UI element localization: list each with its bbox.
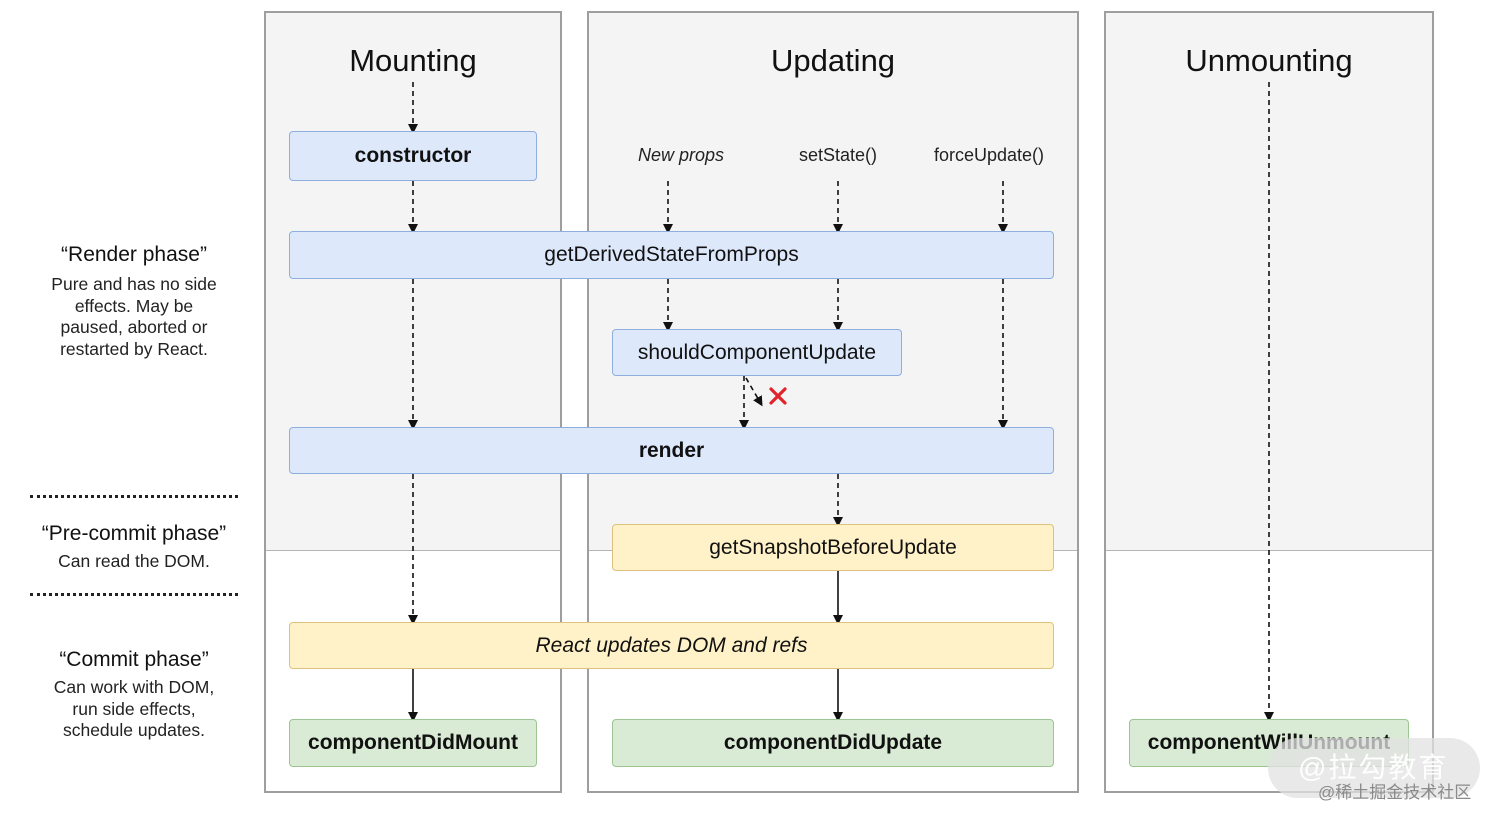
render-precommit-divider (30, 495, 238, 498)
commit-phase-title: “Commit phase” (59, 648, 209, 671)
arrow-scu-cancel (745, 377, 763, 407)
precommit-phase-description: Can read the DOM. (58, 551, 210, 571)
precommit-commit-divider (30, 593, 238, 596)
render-box: render (289, 427, 1054, 474)
new-props-trigger: New props (637, 145, 725, 165)
get-snapshot-before-update-box: getSnapshotBeforeUpdate (612, 524, 1054, 571)
render-phase-title: “Render phase” (61, 243, 207, 266)
component-did-mount-box: componentDidMount (289, 719, 537, 767)
render-phase-description: Pure and has no side effects. May be pau… (51, 274, 217, 359)
watermark-sub-text: @稀土掘金技术社区 (1318, 783, 1472, 802)
commit-phase-description: Can work with DOM, run side effects, sch… (53, 677, 215, 740)
watermark-badge (1268, 738, 1480, 798)
constructor-box: constructor (289, 131, 537, 181)
updating-title: Updating (770, 43, 896, 78)
cancel-x-icon (769, 387, 787, 405)
force-update-trigger: forceUpdate() (933, 145, 1045, 165)
component-did-update-box: componentDidUpdate (612, 719, 1054, 767)
get-derived-state-from-props-box: getDerivedStateFromProps (289, 231, 1054, 279)
watermark-main-text: @拉勾教育 (1298, 752, 1449, 783)
set-state-trigger: setState() (798, 145, 878, 165)
unmounting-title: Unmounting (1185, 43, 1353, 78)
should-component-update-box: shouldComponentUpdate (612, 329, 902, 376)
mounting-title: Mounting (349, 43, 477, 78)
react-updates-dom-box: React updates DOM and refs (289, 622, 1054, 669)
precommit-phase-title: “Pre-commit phase” (41, 522, 227, 545)
